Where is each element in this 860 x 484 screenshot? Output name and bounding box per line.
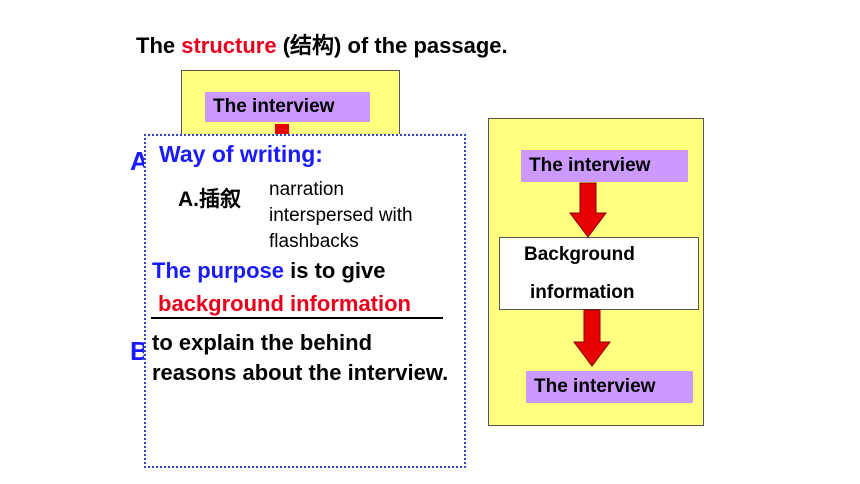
- blank-answer: background information: [158, 291, 411, 316]
- background-line-1: Background: [524, 244, 635, 265]
- left-arrow-stub: [275, 124, 289, 136]
- blank-underline: [151, 317, 443, 319]
- way-of-writing-heading: Way of writing:: [159, 141, 323, 167]
- explanation-text: to explain the behind reasons about the …: [152, 330, 449, 385]
- flow-box-background: Background information: [499, 237, 699, 310]
- way-of-writing-panel: [144, 134, 466, 468]
- flow-box-interview-top: The interview: [521, 150, 688, 182]
- title-highlight: structure: [181, 33, 277, 58]
- flow-arrow-down-1: [569, 182, 607, 238]
- option-a-label: A.插叙: [178, 188, 241, 211]
- option-a-description: narration interspersed with flashbacks: [269, 179, 413, 252]
- left-interview-box: The interview: [205, 92, 370, 122]
- purpose-line: The purpose is to give: [152, 258, 386, 283]
- background-line-2: information: [530, 282, 635, 303]
- flow-box-interview-bottom: The interview: [526, 371, 693, 403]
- flow-arrow-down-2: [573, 309, 611, 367]
- purpose-lead: The purpose: [152, 258, 285, 283]
- page-title: The structure (结构) of the passage.: [136, 33, 508, 58]
